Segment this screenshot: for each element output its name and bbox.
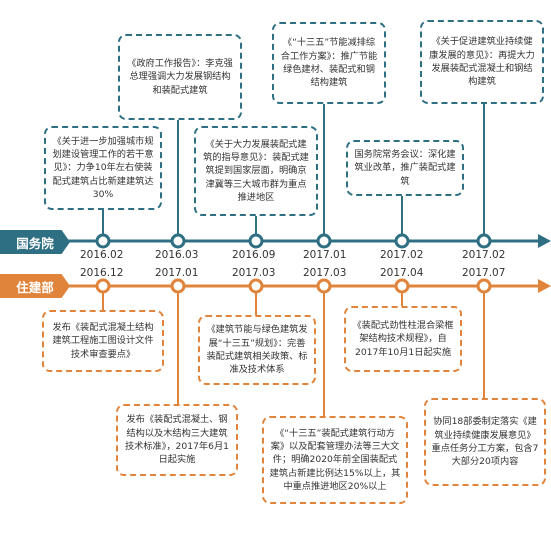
top-date-3: 2016.09: [232, 249, 276, 261]
event-box-2016-09: 《关于大力发展装配式建筑的指导意见》：装配式建筑提到国家层面，明确京津冀等三大城…: [194, 126, 318, 216]
event-box-2017-03-a: 《建筑节能与绿色建筑发展“十三五”规划》：完善装配式建筑相关政策、标准及技术体系: [198, 315, 316, 385]
top-marker-2: [170, 233, 186, 249]
top-marker-3: [248, 233, 264, 249]
bottom-marker-1: [95, 278, 111, 294]
event-text: 《装配式劲性柱混合梁框架结构技术规程》，自2017年10月1日起实施: [352, 319, 454, 358]
event-box-2016-02: 《关于进一步加强城市规划建设管理工作的若干意见》：力争10年左右使装配式建筑占比…: [44, 126, 162, 210]
top-date-4: 2017.01: [303, 249, 347, 261]
event-box-2017-02-a: 国务院常务会议：深化建筑业改革，推广装配式建筑: [346, 140, 464, 196]
top-marker-5: [394, 233, 410, 249]
top-marker-4: [316, 233, 332, 249]
bottom-marker-6: [476, 278, 492, 294]
event-text: 《关于促进建筑业持续健康发展的意见》：再提大力发展装配式混凝土和钢结构建筑: [429, 36, 535, 88]
top-date-6: 2017.02: [462, 249, 506, 261]
event-box-2017-02-b: 《关于促进建筑业持续健康发展的意见》：再提大力发展装配式混凝土和钢结构建筑: [420, 20, 544, 104]
bottom-marker-2: [170, 278, 186, 294]
event-text: 《“十三五”节能减排综合工作方案》：推广节能绿色建材、装配式和钢结构建筑: [280, 37, 378, 89]
event-box-2016-03: 《政府工作报告》：李克强总理强调大力发展钢结构和装配式建筑: [118, 34, 242, 120]
top-date-5: 2017.02: [380, 249, 424, 261]
event-box-2017-07: 协同18部委制定落实《建筑业持续健康发展意见》重点任务分工方案，包含7大部分20…: [424, 398, 546, 486]
bottom-date-5: 2017.04: [380, 267, 424, 279]
bottom-date-4: 2017.03: [303, 267, 347, 279]
event-box-2017-01: 《“十三五”节能减排综合工作方案》：推广节能绿色建材、装配式和钢结构建筑: [272, 22, 386, 104]
event-text: 《政府工作报告》：李克强总理强调大力发展钢结构和装配式建筑: [127, 57, 233, 96]
event-text: 发布《装配式混凝土结构建筑工程施工图设计文件技术审查要点》: [52, 321, 154, 360]
bottom-date-6: 2017.07: [462, 267, 506, 279]
top-date-2: 2016.03: [155, 249, 199, 261]
event-box-2016-12: 发布《装配式混凝土结构建筑工程施工图设计文件技术审查要点》: [42, 310, 164, 372]
bottom-date-2: 2017.01: [155, 267, 199, 279]
bottom-date-1: 2016.12: [80, 267, 124, 279]
bottom-marker-5: [394, 278, 410, 294]
bottom-axis-arrow: [538, 279, 551, 293]
event-text: 协同18部委制定落实《建筑业持续健康发展意见》重点任务分工方案，包含7大部分20…: [431, 416, 539, 468]
event-box-2017-03-b: 《“十三五”装配式建筑行动方案》以及配套管理办法等三大文件；明确2020年前全国…: [262, 416, 408, 504]
row-label-zhujianbu: 住建部: [0, 274, 70, 298]
event-text: 国务院常务会议：深化建筑业改革，推广装配式建筑: [354, 148, 456, 187]
bottom-marker-4: [316, 278, 332, 294]
top-marker-1: [95, 233, 111, 249]
event-box-2017-04: 《装配式劲性柱混合梁框架结构技术规程》，自2017年10月1日起实施: [344, 306, 462, 372]
event-text: 《建筑节能与绿色建筑发展“十三五”规划》：完善装配式建筑相关政策、标准及技术体系: [206, 324, 308, 376]
bottom-marker-3: [248, 278, 264, 294]
top-date-1: 2016.02: [80, 249, 124, 261]
top-axis-arrow: [538, 234, 551, 248]
event-text: 《“十三五”装配式建筑行动方案》以及配套管理办法等三大文件；明确2020年前全国…: [269, 427, 401, 493]
event-text: 发布《装配式混凝土、钢结构以及木结构三大建筑技术标准》，2017年6月1日起实施: [125, 414, 229, 466]
event-box-2017-01: 发布《装配式混凝土、钢结构以及木结构三大建筑技术标准》，2017年6月1日起实施: [116, 404, 238, 476]
event-text: 《关于大力发展装配式建筑的指导意见》：装配式建筑提到国家层面，明确京津冀等三大城…: [203, 138, 309, 204]
top-marker-6: [476, 233, 492, 249]
row-label-guowuyuan: 国务院: [0, 230, 70, 254]
event-text: 《关于进一步加强城市规划建设管理工作的若干意见》：力争10年左右使装配式建筑占比…: [52, 135, 154, 201]
bottom-date-3: 2017.03: [232, 267, 276, 279]
